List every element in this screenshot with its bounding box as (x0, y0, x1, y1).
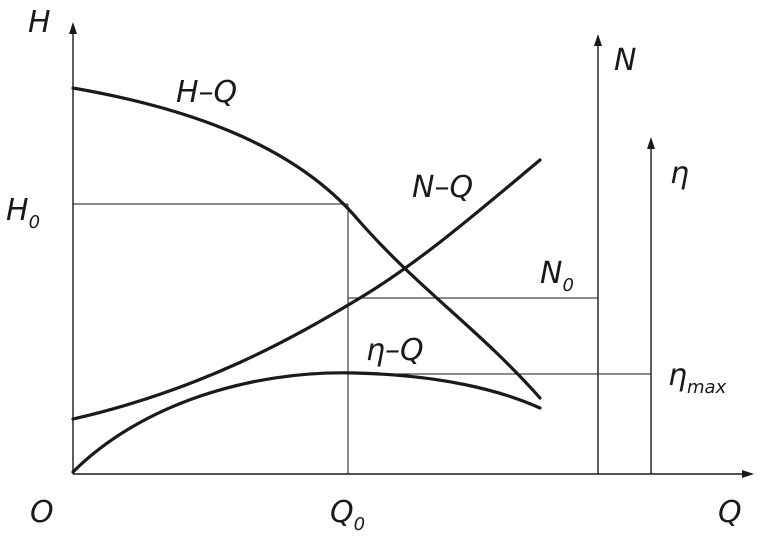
n0-label: N0 (540, 256, 574, 296)
n-q-curve (71, 158, 542, 421)
n-q-curve-label: N–Q (412, 170, 473, 205)
origin-label: O (30, 495, 54, 530)
etamax-label: ηmax (668, 358, 727, 398)
h-axis-label: H (28, 5, 51, 40)
h-q-curve (71, 86, 542, 400)
eta-q-curve-label: η–Q (366, 333, 424, 368)
q-axis-label: Q (718, 495, 742, 530)
eta-axis-label: η (670, 156, 689, 191)
q0-label: Q0 (330, 495, 365, 535)
h0-label: H0 (6, 193, 40, 233)
h-q-curve-label: H–Q (176, 75, 237, 110)
n-axis-label: N (614, 43, 636, 78)
eta-q-curve (71, 371, 542, 474)
